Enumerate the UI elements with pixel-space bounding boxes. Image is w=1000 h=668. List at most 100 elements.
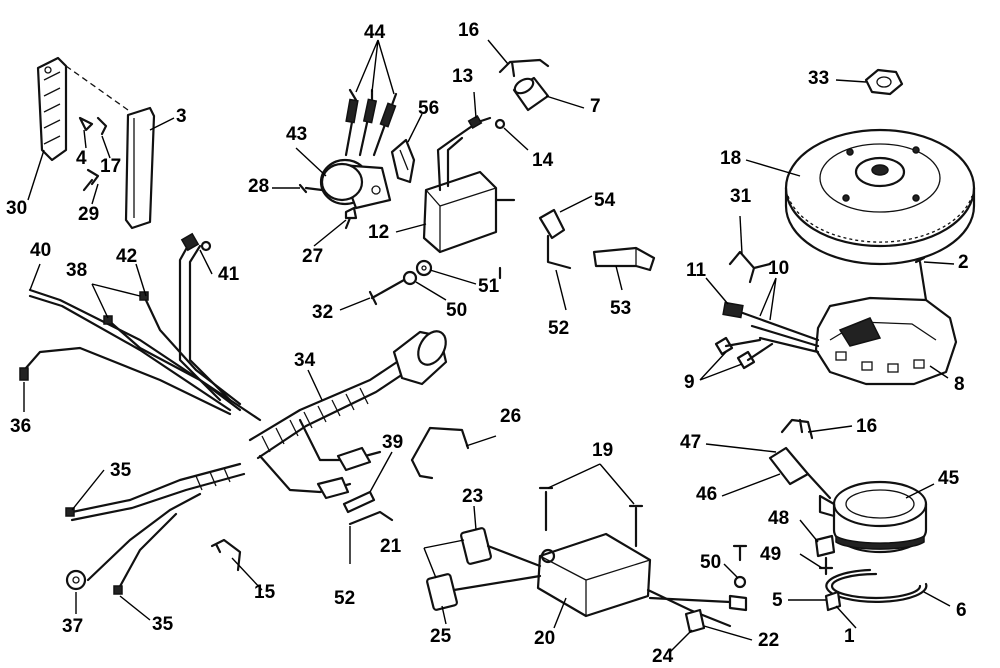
callout-18: 18 <box>720 148 741 169</box>
part-solenoid <box>319 158 392 210</box>
callout-5: 5 <box>772 590 783 611</box>
part-screw-29 <box>82 168 100 192</box>
callout-29: 29 <box>78 204 99 225</box>
callout-1: 1 <box>844 626 855 647</box>
callout-2: 2 <box>958 252 969 273</box>
callout-43: 43 <box>286 124 307 145</box>
callout-19: 19 <box>592 440 613 461</box>
part-pack-leads-22-24 <box>646 588 748 634</box>
part-coil-leads <box>450 115 506 142</box>
callout-16: 16 <box>856 416 877 437</box>
part-spark-plug-cap-53 <box>592 246 656 272</box>
part-sensor <box>768 446 832 500</box>
part-main-harness <box>248 330 448 500</box>
part-flywheel <box>784 128 976 266</box>
callout-34: 34 <box>294 350 316 371</box>
part-timer-base <box>818 480 928 554</box>
callout-26: 26 <box>500 406 521 427</box>
callout-46: 46 <box>696 484 717 505</box>
callout-48: 48 <box>768 508 789 529</box>
part-screw-5-1 <box>824 590 842 612</box>
part-screw-2 <box>914 256 928 302</box>
callout-52: 52 <box>548 318 569 339</box>
part-clip-16-top <box>498 58 550 78</box>
part-terminal-block <box>36 56 129 162</box>
callout-17: 17 <box>100 156 121 177</box>
part-spark-plug-cap-54 <box>538 208 572 270</box>
callout-49: 49 <box>760 544 781 565</box>
leader-lines <box>23 39 955 653</box>
part-screw-50-lower <box>732 544 748 589</box>
part-clip-52-lower <box>348 510 394 526</box>
callout-47: 47 <box>680 432 701 453</box>
part-bolts-19 <box>538 486 644 548</box>
callout-44: 44 <box>364 22 386 43</box>
callout-42: 42 <box>116 246 137 267</box>
callout-45: 45 <box>938 468 960 489</box>
part-retaining-ring <box>825 568 928 603</box>
callout-40: 40 <box>30 240 51 261</box>
part-bracket-26 <box>410 426 470 480</box>
callout-22: 22 <box>758 630 779 651</box>
callout-37: 37 <box>62 616 83 637</box>
callout-30: 30 <box>6 198 27 219</box>
callout-38: 38 <box>66 260 87 281</box>
callout-52: 52 <box>334 588 355 609</box>
callout-56: 56 <box>418 98 439 119</box>
part-stator <box>814 296 958 386</box>
part-wire-connector-39 <box>342 490 376 514</box>
part-screws-27-28 <box>298 183 358 230</box>
part-nut <box>864 68 904 96</box>
callout-32: 32 <box>312 302 333 323</box>
callout-4: 4 <box>76 148 87 169</box>
callout-54: 54 <box>594 190 616 211</box>
callout-31: 31 <box>730 186 752 207</box>
part-wire-harness <box>19 232 262 422</box>
callout-7: 7 <box>590 96 601 117</box>
callout-21: 21 <box>380 536 402 557</box>
callout-10: 10 <box>768 258 789 279</box>
callout-35: 35 <box>152 614 174 635</box>
callout-12: 12 <box>368 222 389 243</box>
part-clip-screw <box>78 116 108 136</box>
callout-13: 13 <box>452 66 473 87</box>
part-ignition-coil <box>422 136 516 254</box>
callout-35: 35 <box>110 460 132 481</box>
callout-25: 25 <box>430 626 452 647</box>
callout-39: 39 <box>382 432 403 453</box>
part-stator-leads <box>714 301 820 370</box>
callout-50: 50 <box>700 552 721 573</box>
callout-28: 28 <box>248 176 269 197</box>
part-leads-44 <box>344 88 398 157</box>
part-timer-link <box>814 534 836 576</box>
callout-24: 24 <box>652 646 674 667</box>
callout-53: 53 <box>610 298 631 319</box>
part-clip-16-lower <box>780 418 814 440</box>
callout-27: 27 <box>302 246 323 267</box>
part-clamp-15 <box>210 538 242 572</box>
callout-11: 11 <box>686 260 707 281</box>
callout-14: 14 <box>532 150 554 171</box>
callout-6: 6 <box>956 600 967 621</box>
callout-15: 15 <box>254 582 276 603</box>
part-cap-7 <box>512 76 550 112</box>
part-connectors-21 <box>426 527 542 611</box>
part-terminal-cover <box>124 106 156 230</box>
callout-20: 20 <box>534 628 555 649</box>
callout-50: 50 <box>446 300 467 321</box>
callout-8: 8 <box>954 374 965 395</box>
part-clip-31 <box>728 250 772 284</box>
part-power-pack <box>536 532 652 618</box>
part-coil-bolt <box>368 259 502 306</box>
callout-16: 16 <box>458 20 479 41</box>
part-lower-harness <box>65 462 246 595</box>
part-bracket-56 <box>390 138 416 184</box>
callout-33: 33 <box>808 68 829 89</box>
callout-23: 23 <box>462 486 483 507</box>
callout-41: 41 <box>218 264 240 285</box>
callout-3: 3 <box>176 106 187 127</box>
callout-36: 36 <box>10 416 31 437</box>
callout-9: 9 <box>684 372 695 393</box>
